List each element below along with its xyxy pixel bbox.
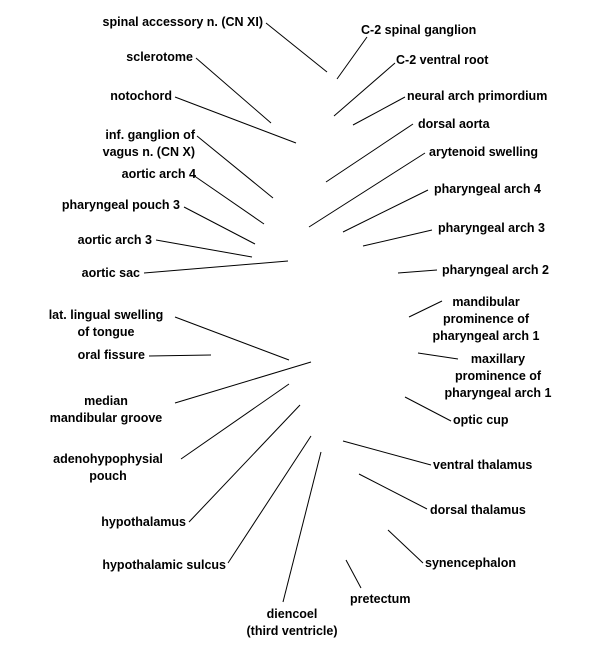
label-pretectum: pretectum bbox=[350, 592, 411, 606]
leader-median-groove bbox=[174, 361, 312, 404]
leader-sclerotome bbox=[195, 57, 272, 124]
leader-dorsal-aorta bbox=[325, 123, 414, 183]
leader-aortic-sac bbox=[143, 260, 289, 274]
label-pharyngeal-arch-4: pharyngeal arch 4 bbox=[434, 182, 541, 196]
label-hypothalamus: hypothalamus bbox=[101, 515, 186, 529]
label-lingual-line2: of tongue bbox=[77, 325, 135, 339]
leader-arytenoid bbox=[308, 152, 426, 228]
label-optic-cup: optic cup bbox=[453, 413, 509, 427]
leader-optic-cup bbox=[404, 396, 452, 422]
label-aortic-arch-4: aortic arch 4 bbox=[121, 167, 196, 181]
label-maxillary-line3: pharyngeal arch 1 bbox=[444, 386, 552, 400]
label-ventral-thalamus: ventral thalamus bbox=[433, 458, 533, 472]
label-mandibular-line3: pharyngeal arch 1 bbox=[432, 329, 540, 343]
leader-diencoel bbox=[282, 451, 322, 603]
label-neural-arch-primordium: neural arch primordium bbox=[407, 89, 548, 103]
leader-notochord bbox=[174, 96, 297, 144]
leader-dorsal-thalamus bbox=[358, 473, 428, 510]
label-maxillary-prominence: maxillary prominence of pharyngeal arch … bbox=[432, 351, 564, 402]
leader-c2-spinal-ganglion bbox=[336, 36, 368, 80]
leader-inf-ganglion bbox=[196, 135, 274, 199]
leader-spinal-accessory bbox=[265, 22, 328, 73]
label-sclerotome: sclerotome bbox=[126, 50, 193, 64]
label-pharyngeal-pouch-3: pharyngeal pouch 3 bbox=[61, 198, 180, 212]
label-diencoel: diencoel (third ventricle) bbox=[232, 606, 352, 640]
label-adenohypophysial-pouch: adenohypophysial pouch bbox=[42, 451, 174, 485]
label-mandibular-line2: prominence of bbox=[442, 312, 530, 326]
label-median-groove-line2: mandibular groove bbox=[49, 411, 163, 425]
label-diencoel-line2: (third ventricle) bbox=[246, 624, 338, 638]
leader-aortic-arch-4 bbox=[192, 174, 265, 225]
leader-neural-arch bbox=[352, 96, 406, 126]
leader-ventral-thalamus bbox=[342, 440, 432, 466]
label-maxillary-line1: maxillary bbox=[470, 352, 526, 366]
leader-pharyngeal-arch-4 bbox=[342, 189, 429, 233]
label-adenohypophysial-line2: pouch bbox=[89, 469, 127, 483]
leader-pretectum bbox=[345, 559, 362, 589]
leader-pharyngeal-pouch-3 bbox=[183, 206, 256, 245]
label-notochord: notochord bbox=[110, 89, 172, 103]
label-oral-fissure: oral fissure bbox=[77, 348, 145, 362]
leader-aortic-arch-3 bbox=[155, 239, 253, 258]
leader-oral-fissure bbox=[148, 354, 212, 357]
label-c2-spinal-ganglion: C-2 spinal ganglion bbox=[361, 23, 477, 37]
label-hypothalamic-sulcus: hypothalamic sulcus bbox=[102, 558, 226, 572]
label-lingual-line1: lat. lingual swelling bbox=[48, 308, 164, 322]
leader-hypothalamus bbox=[188, 404, 301, 523]
label-inf-ganglion-line2: vagus n. (CN X) bbox=[102, 145, 195, 159]
label-aortic-arch-3: aortic arch 3 bbox=[77, 233, 152, 247]
label-diencoel-line1: diencoel bbox=[266, 607, 318, 621]
label-median-groove: median mandibular groove bbox=[36, 393, 176, 427]
label-inf-ganglion-line1: inf. ganglion of bbox=[105, 128, 195, 142]
label-mandibular-line1: mandibular bbox=[452, 295, 520, 309]
leader-lingual bbox=[174, 316, 290, 361]
label-adenohypophysial-line1: adenohypophysial bbox=[53, 452, 163, 466]
label-spinal-accessory: spinal accessory n. (CN XI) bbox=[102, 15, 263, 29]
label-aortic-sac: aortic sac bbox=[81, 266, 140, 280]
label-dorsal-thalamus: dorsal thalamus bbox=[430, 503, 526, 517]
leader-synencephalon bbox=[387, 529, 424, 564]
label-synencephalon: synencephalon bbox=[425, 556, 516, 570]
leader-c2-ventral-root bbox=[333, 62, 396, 117]
label-c2-ventral-root: C-2 ventral root bbox=[396, 53, 489, 67]
leader-maxillary bbox=[417, 352, 459, 360]
leader-adenohypophysial bbox=[180, 383, 290, 460]
label-inf-ganglion: inf. ganglion of vagus n. (CN X) bbox=[103, 127, 195, 161]
leader-pharyngeal-arch-2 bbox=[397, 269, 438, 274]
leader-pharyngeal-arch-3 bbox=[362, 229, 433, 247]
leader-mandibular bbox=[408, 300, 443, 318]
label-pharyngeal-arch-3: pharyngeal arch 3 bbox=[438, 221, 545, 235]
label-median-groove-line1: median bbox=[84, 394, 128, 408]
leader-hypothalamic-sulcus bbox=[227, 435, 312, 564]
label-maxillary-line2: prominence of bbox=[454, 369, 542, 383]
label-dorsal-aorta: dorsal aorta bbox=[418, 117, 490, 131]
label-arytenoid-swelling: arytenoid swelling bbox=[429, 145, 539, 159]
label-mandibular-prominence: mandibular prominence of pharyngeal arch… bbox=[418, 294, 554, 345]
label-lingual-swelling: lat. lingual swelling of tongue bbox=[31, 307, 181, 341]
label-pharyngeal-arch-2: pharyngeal arch 2 bbox=[442, 263, 549, 277]
